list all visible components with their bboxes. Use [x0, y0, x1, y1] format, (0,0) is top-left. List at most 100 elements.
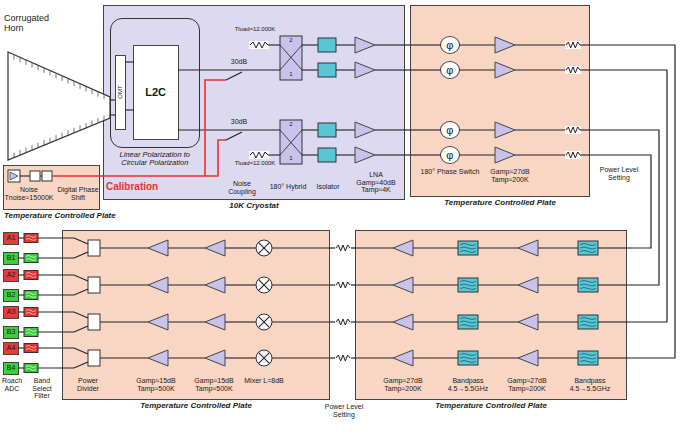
wire [302, 69, 318, 70]
box-label: φ [441, 149, 459, 161]
amplifier [495, 37, 515, 53]
filter [458, 315, 478, 329]
resistor-symbol [250, 152, 268, 158]
horn-corrugation [80, 84, 81, 89]
wire [225, 284, 256, 285]
wire [515, 69, 566, 70]
wire [225, 321, 256, 322]
wire [100, 284, 148, 285]
noise-source [8, 170, 20, 182]
wire [459, 44, 495, 45]
wire [598, 321, 627, 322]
horn-corrugation [26, 60, 27, 65]
resistor-symbol [566, 152, 580, 158]
coupling-value: 30dB [226, 118, 252, 126]
filter [24, 271, 38, 280]
resistor-ground [335, 318, 351, 326]
power-divider [88, 350, 100, 366]
amplifier [518, 314, 538, 330]
horn-corrugation [56, 73, 57, 78]
filter-wave [580, 318, 596, 327]
filter-wave [580, 281, 596, 290]
part-label: Digital Phase Shift [57, 186, 99, 201]
calibration-line [205, 80, 226, 176]
l2c-box: L2C [133, 45, 179, 140]
mixer-cross [258, 242, 269, 253]
part-label: Mixer L=8dB [244, 377, 284, 385]
wire [515, 154, 566, 155]
wire [38, 252, 88, 258]
horn-corrugation [56, 135, 57, 140]
coupler-symbol [226, 132, 242, 140]
filter [24, 328, 38, 337]
horn-corrugation [44, 140, 45, 145]
wire [538, 357, 578, 358]
hybrid-path [280, 130, 302, 155]
horn-corrugation [32, 145, 33, 150]
wire [355, 321, 393, 322]
load-label: Tload≈12.000K [230, 26, 280, 33]
signal-cable [590, 45, 675, 358]
adc-input: A1 [3, 232, 19, 245]
wire [538, 247, 578, 248]
wire [100, 247, 148, 248]
resistor-symbol [336, 319, 350, 325]
part-label: Roach ADC [0, 377, 24, 392]
wire [410, 69, 441, 70]
part-label: Noise Coupling [221, 180, 263, 195]
horn-corrugation [20, 57, 21, 62]
mixer-cross [258, 279, 269, 290]
horn-corrugation [50, 138, 51, 143]
mixer-symbol [256, 314, 272, 330]
wire [478, 284, 518, 285]
horn-corrugation [38, 65, 39, 70]
amplifier [518, 240, 538, 256]
amplifier [495, 147, 515, 163]
signal-cable [405, 69, 410, 70]
amplifier [148, 350, 168, 366]
part-label: Bandpass 4.5→5.5GHz [562, 377, 618, 392]
amplifier [495, 62, 515, 78]
wire [18, 274, 24, 275]
wire [18, 311, 24, 312]
power-divider [88, 240, 100, 256]
wire [268, 44, 280, 45]
mixer-symbol [256, 240, 272, 256]
part-label: Gamp≈27dB Tamp≈200K [500, 377, 554, 392]
horn-corrugation [62, 76, 63, 81]
amplifier [393, 240, 413, 256]
part-label: Isolator [312, 183, 344, 191]
amplifier [355, 122, 375, 138]
filter [24, 254, 38, 263]
resistor-ground [335, 354, 351, 362]
part-label: Gamp≈15dB Tamp≈500K [130, 377, 182, 392]
resistor-ground [249, 151, 269, 159]
port-number: 2 [283, 37, 299, 44]
wire [302, 154, 318, 155]
horn-corrugation [92, 120, 93, 125]
wire [580, 69, 590, 70]
filter [458, 278, 478, 292]
part-label: Gamp≈27dB Tamp≈200K [484, 168, 536, 183]
wire [272, 357, 330, 358]
phase-switch: φ [440, 121, 460, 139]
wire [18, 294, 24, 295]
mixer-symbol [256, 350, 272, 366]
omt-box: OMT [115, 55, 126, 130]
wire [336, 154, 355, 155]
part-label: Power Level Setting [594, 166, 644, 181]
calibration-line [52, 140, 226, 176]
wire [375, 129, 405, 130]
wire [302, 129, 318, 130]
amplifier [518, 277, 538, 293]
isolator [318, 63, 336, 77]
box-heading: Temperature Controlled Plate [411, 199, 589, 208]
wire [538, 284, 578, 285]
amplifier [355, 37, 375, 53]
horn-corrugation [74, 128, 75, 133]
filter [24, 234, 38, 243]
resistor-ground [565, 151, 581, 159]
cryostat-box: 10K CryostatLinear Polarization to Circu… [103, 5, 405, 200]
wire [598, 247, 627, 248]
amplifier [495, 122, 515, 138]
